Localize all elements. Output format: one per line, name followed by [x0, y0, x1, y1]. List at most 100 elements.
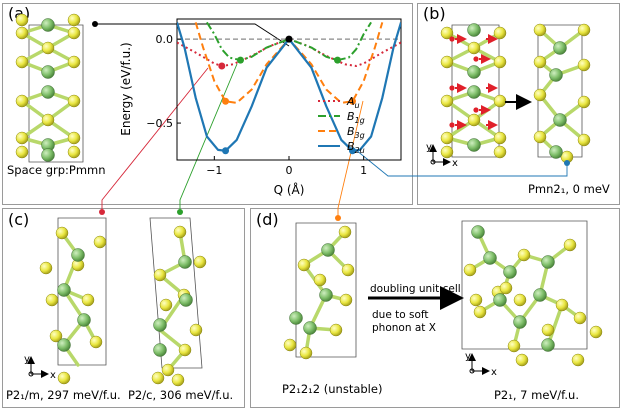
yellow-atom — [299, 346, 313, 360]
green-atom — [483, 251, 497, 265]
yellow-atom — [178, 343, 192, 357]
red-displacement-dot — [449, 122, 455, 128]
ytick-label-0: 0.0 — [156, 33, 174, 46]
yellow-atom — [173, 225, 187, 239]
yellow-atom — [507, 339, 521, 353]
yellow-atom — [171, 373, 185, 387]
yellow-atom — [533, 130, 547, 144]
connector-c-right — [179, 63, 238, 212]
green-atom — [41, 65, 55, 79]
connector-d — [337, 100, 364, 218]
yellow-atom — [493, 55, 507, 69]
green-atom — [467, 23, 481, 37]
yellow-atom — [533, 55, 547, 69]
yellow-atom — [533, 88, 547, 102]
ytick-label-1: −0.5 — [146, 117, 173, 130]
yellow-atom — [55, 226, 69, 240]
xtick-label-1: 0 — [286, 164, 293, 177]
caption-p21m: P2₁/m, 297 meV/f.u. — [6, 388, 121, 402]
axis-x-d: x — [491, 367, 497, 378]
arrow-text-1: doubling unit cell — [370, 283, 461, 295]
yellow-atom — [513, 293, 527, 307]
connector-dot-c-left — [99, 209, 105, 215]
axes-small-d: y x — [465, 351, 497, 378]
green-atom — [321, 243, 335, 257]
legend-label-A_u: Au — [346, 95, 360, 110]
yellow-atom — [161, 363, 175, 377]
yellow-atom — [517, 248, 531, 262]
green-atom — [57, 283, 71, 297]
yellow-atom — [563, 238, 577, 252]
caption-pmn21: Pmn2₁, 0 meV — [528, 182, 610, 196]
green-atom — [467, 85, 481, 99]
yellow-atom — [493, 26, 507, 40]
yellow-atom — [573, 311, 587, 325]
point-marker-3 — [348, 97, 356, 105]
axes-small-b: y x — [426, 142, 458, 169]
yellow-atom — [67, 13, 81, 27]
yellow-atom — [577, 133, 591, 147]
green-atom — [153, 318, 167, 332]
yellow-atom — [153, 268, 167, 282]
green-atom — [41, 85, 55, 99]
yellow-atom — [41, 41, 55, 55]
yellow-atom — [467, 113, 481, 127]
marker-A_u — [218, 62, 226, 70]
yellow-atom — [67, 145, 81, 159]
marker-B_3g — [222, 97, 230, 105]
yellow-atom — [339, 293, 353, 307]
yellow-atom — [15, 26, 29, 40]
yellow-atom — [440, 55, 454, 69]
axis-y-d: y — [465, 351, 471, 362]
unit-cell-a — [28, 24, 84, 163]
green-atom — [467, 138, 481, 152]
axis-x-c: x — [50, 370, 56, 381]
arrow-text-3: phonon at X — [372, 322, 436, 334]
yellow-atom — [577, 58, 591, 72]
yellow-atom — [283, 338, 297, 352]
yellow-atom — [533, 23, 547, 37]
yellow-atom — [463, 263, 477, 277]
axis-y-c: y — [24, 354, 30, 365]
yellow-atom — [297, 258, 311, 272]
yellow-atom — [338, 225, 352, 239]
green-atom — [549, 145, 563, 159]
yellow-atom — [571, 353, 585, 367]
green-atom — [553, 41, 567, 55]
green-atom — [41, 148, 55, 162]
xtick-label-2: 1 — [360, 164, 367, 177]
unit-cell-c-left — [57, 217, 107, 366]
green-atom — [553, 113, 567, 127]
yellow-atom — [493, 131, 507, 145]
connector-dot-a — [92, 21, 98, 27]
chart-ylabel: Energy (eV/f.u.) — [119, 42, 133, 135]
yellow-atom — [159, 298, 173, 312]
red-displacement-dot — [449, 85, 455, 91]
axis-x-b: x — [452, 158, 458, 169]
marker-B_1g — [236, 56, 244, 64]
yellow-atom — [67, 55, 81, 69]
connector-dot-d — [335, 215, 341, 221]
yellow-atom — [67, 131, 81, 145]
green-atom — [319, 288, 333, 302]
yellow-atom — [515, 353, 529, 367]
point-marker-2 — [334, 56, 342, 64]
yellow-atom — [440, 131, 454, 145]
green-atom — [471, 225, 485, 239]
green-atom — [533, 288, 547, 302]
green-atom — [57, 338, 71, 352]
yellow-atom — [577, 95, 591, 109]
yellow-atom — [15, 94, 29, 108]
crystal-structures — [15, 13, 603, 387]
caption-p2c: P2/c, 306 meV/f.u. — [128, 388, 234, 402]
yellow-atom — [440, 94, 454, 108]
yellow-atom — [589, 325, 603, 339]
panel-label-d: (d) — [256, 210, 279, 229]
yellow-atom — [15, 13, 29, 27]
connector-b — [355, 149, 568, 177]
yellow-atom — [469, 293, 483, 307]
